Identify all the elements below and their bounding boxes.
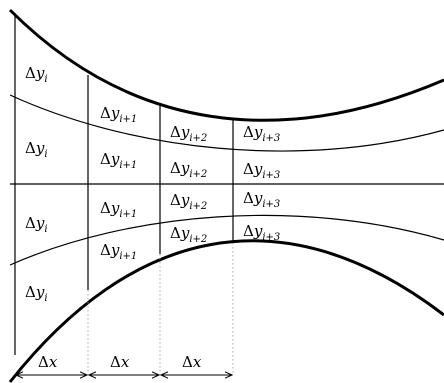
dy-label-i-plus-3: Δyi+3 xyxy=(243,189,280,210)
dy-label-i: Δyi xyxy=(25,64,48,85)
dy-label-i-plus-1: Δyi+1 xyxy=(100,150,137,171)
lower-streamline xyxy=(9,214,444,266)
dx-label: Δx xyxy=(38,353,58,371)
dy-label-i-plus-3: Δyi+3 xyxy=(243,222,280,243)
dy-label-i-plus-2: Δyi+2 xyxy=(170,159,207,180)
dy-label-i: Δyi xyxy=(25,139,48,160)
dx-label: Δx xyxy=(110,353,130,371)
dy-label-i-plus-2: Δyi+2 xyxy=(170,224,207,245)
dy-label-i-plus-2: Δyi+2 xyxy=(170,191,207,212)
dy-label-i-plus-3: Δyi+3 xyxy=(243,123,280,144)
dy-label-i-plus-3: Δyi+3 xyxy=(243,160,280,181)
upper-streamline xyxy=(9,94,444,152)
dy-label-i-plus-1: Δyi+1 xyxy=(100,199,137,220)
dx-label: Δx xyxy=(182,353,202,371)
dy-label-i-plus-1: Δyi+1 xyxy=(100,241,137,262)
lower-wall xyxy=(8,239,444,383)
dy-label-i: Δyi xyxy=(25,214,48,235)
dy-label-i-plus-1: Δyi+1 xyxy=(100,104,137,125)
dy-label-i-plus-2: Δyi+2 xyxy=(170,123,207,144)
dy-label-i: Δyi xyxy=(25,283,48,304)
upper-wall xyxy=(8,8,444,122)
